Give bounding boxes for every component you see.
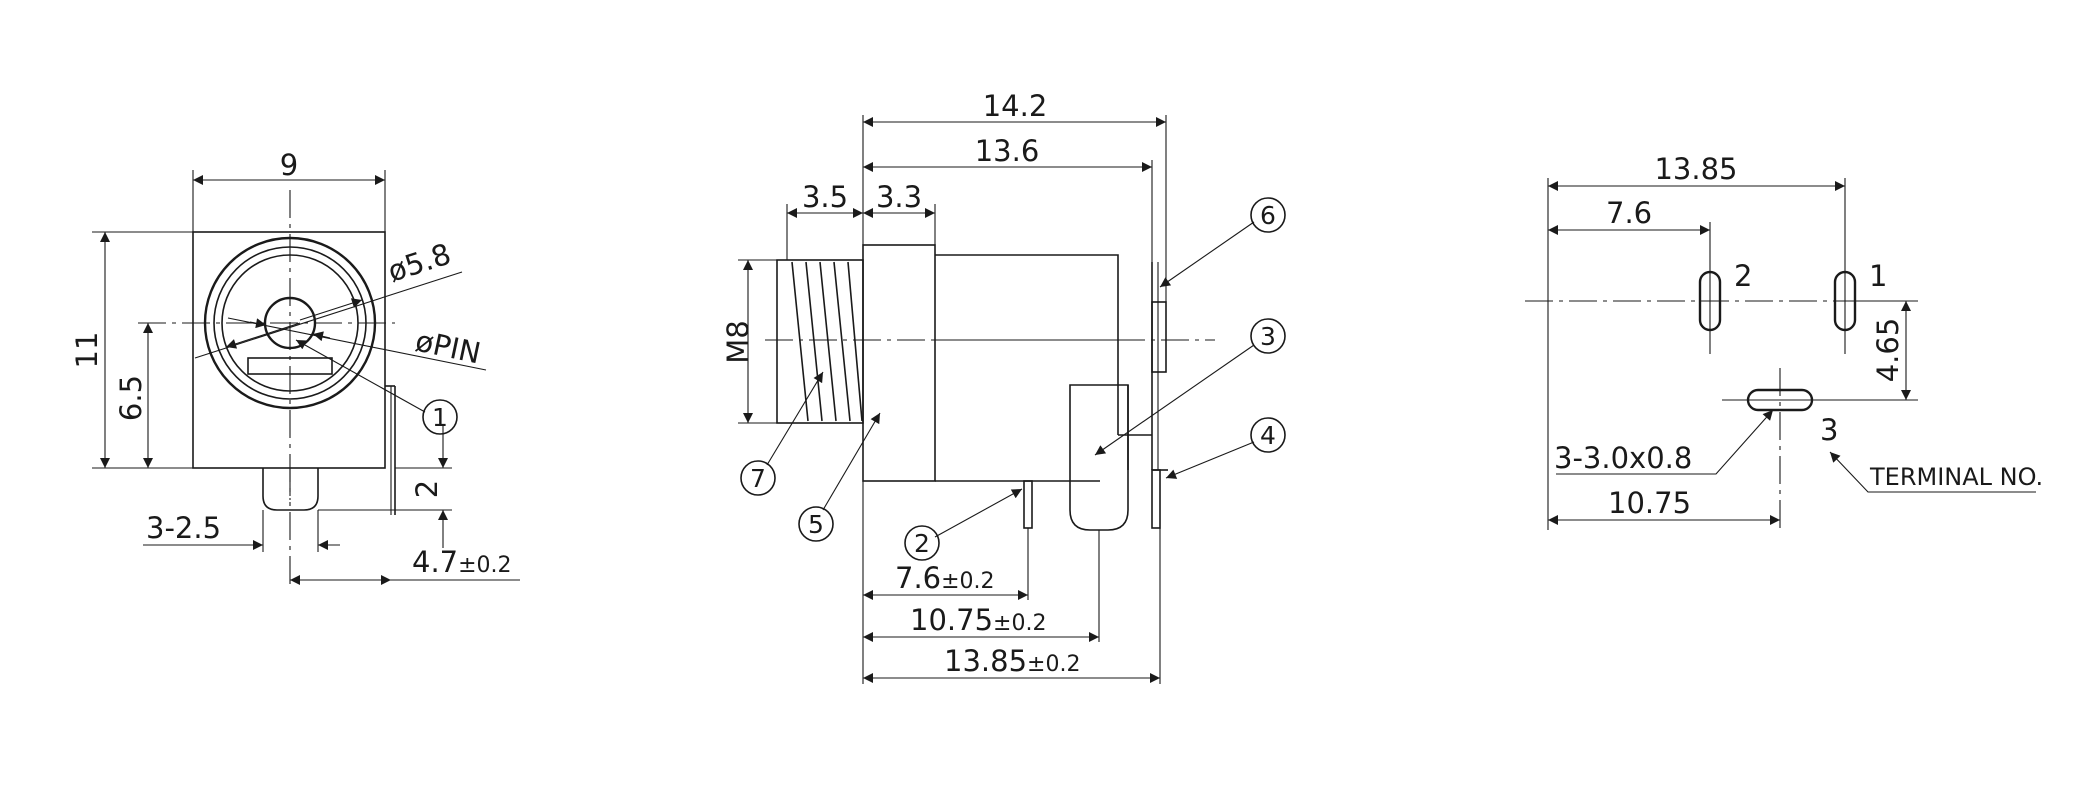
terminal-slot-2 bbox=[1698, 270, 1722, 332]
front-pin bbox=[262, 468, 319, 511]
dim-fp-overall-label: 13.85 bbox=[1654, 152, 1737, 186]
callout-4-leader bbox=[1165, 441, 1255, 479]
callout-1-leader bbox=[295, 339, 426, 413]
dim-body-label: 13.6 bbox=[975, 134, 1040, 168]
callout-7-leader bbox=[766, 371, 824, 466]
terminal-number-2: 2 bbox=[1734, 259, 1752, 293]
callout-4-number: 4 bbox=[1260, 421, 1276, 450]
dim-pin3-tol: ±0.2 bbox=[993, 611, 1046, 636]
callout-5-number: 5 bbox=[808, 510, 824, 539]
callout-2-bubble bbox=[904, 525, 940, 561]
side-flange-outline bbox=[862, 244, 936, 482]
dim-pin-width-label: 3-2.5 bbox=[146, 511, 221, 545]
thread-groove-4 bbox=[833, 261, 851, 422]
leader-bore-arrow-a bbox=[225, 322, 301, 349]
dim-fp-pin2-label: 7.6 bbox=[1606, 196, 1652, 230]
dim-thread-len-label: 3.5 bbox=[802, 180, 848, 214]
dim-pin-pos-tol: ±0.2 bbox=[458, 553, 511, 578]
dim-pin1-value: 13.85 bbox=[944, 644, 1027, 678]
dim-pin2-tol: ±0.2 bbox=[941, 569, 994, 594]
callout-3-number: 3 bbox=[1260, 322, 1276, 351]
callout-5-leader bbox=[822, 412, 881, 511]
dim-pin2-label: 7.6±0.2 bbox=[895, 561, 995, 595]
terminal-slot-3 bbox=[1746, 388, 1814, 412]
terminal-2-pin bbox=[1023, 480, 1033, 529]
callout-6-number: 6 bbox=[1260, 201, 1276, 230]
footprint-view: 2 1 3 13.85 7.6 10.75 4.65 3-3.0x0.8 TER… bbox=[1525, 152, 2043, 530]
dim-pin3-value: 10.75 bbox=[910, 603, 993, 637]
dim-pin-dia-label: øPIN bbox=[413, 324, 484, 371]
terminal-number-1: 1 bbox=[1869, 259, 1887, 293]
dim-height-label: 11 bbox=[70, 332, 104, 369]
callout-5-bubble bbox=[798, 506, 834, 542]
leader-bore-dia bbox=[194, 271, 463, 359]
front-view: 9 11 6.5 ø5.8 øPIN 1 2 3-2.5 bbox=[70, 148, 520, 590]
callout-1-number: 1 bbox=[432, 403, 448, 432]
leader-slot-size bbox=[1556, 409, 1774, 475]
dim-pin2-value: 7.6 bbox=[895, 561, 941, 595]
dim-fp-pin3-label: 10.75 bbox=[1608, 486, 1691, 520]
callout-4-bubble bbox=[1250, 417, 1286, 453]
dim-pin1-label: 13.85±0.2 bbox=[944, 644, 1080, 678]
callout-2-leader bbox=[934, 488, 1023, 538]
leader-bore-arrow-b bbox=[299, 298, 363, 321]
dim-width-label: 9 bbox=[280, 148, 298, 182]
dim-pin3-label: 10.75±0.2 bbox=[910, 603, 1046, 637]
terminal-1-pin bbox=[1151, 469, 1161, 529]
front-body-outline bbox=[192, 231, 386, 469]
callout-2-number: 2 bbox=[914, 529, 930, 558]
terminal-number-3: 3 bbox=[1820, 413, 1838, 447]
thread-groove-3 bbox=[819, 261, 837, 422]
dim-slot-label: 3-3.0x0.8 bbox=[1554, 441, 1692, 475]
terminal-3-bracket bbox=[1069, 384, 1129, 531]
dim-pin1-tol: ±0.2 bbox=[1027, 652, 1080, 677]
dim-center-height-label: 6.5 bbox=[114, 375, 148, 421]
terminal-no-label: TERMINAL NO. bbox=[1869, 463, 2043, 491]
dim-pin-pos-value: 4.7 bbox=[412, 545, 458, 579]
dim-flange-len-label: 3.3 bbox=[876, 180, 922, 214]
dim-thread-label: M8 bbox=[721, 320, 755, 363]
callout-1-bubble bbox=[422, 399, 458, 435]
side-body-outline bbox=[935, 254, 1119, 482]
thread-groove-2 bbox=[805, 261, 823, 422]
thread-groove-1 bbox=[791, 261, 809, 422]
callout-3-bubble bbox=[1250, 318, 1286, 354]
dim-pin-pos-label: 4.7±0.2 bbox=[412, 545, 512, 579]
callout-7-number: 7 bbox=[750, 464, 766, 493]
leader-pin-arrow-a bbox=[312, 331, 331, 342]
leader-terminal-no bbox=[1829, 451, 2036, 493]
side-view: 14.2 13.6 3.5 3.3 M8 7.6±0.2 10.75±0.2 1… bbox=[721, 89, 1286, 684]
leader-pin-arrow-b bbox=[249, 318, 267, 329]
dim-fp-offset-label: 4.65 bbox=[1871, 318, 1905, 383]
callout-3-leader bbox=[1094, 344, 1255, 456]
dim-bore-dia-label: ø5.8 bbox=[384, 237, 455, 289]
dim-overall-label: 14.2 bbox=[983, 89, 1048, 123]
callout-6-leader bbox=[1159, 221, 1255, 288]
callout-6-bubble bbox=[1250, 197, 1286, 233]
dim-pin-offset-label: 2 bbox=[410, 480, 444, 498]
leader-pin-dia bbox=[227, 317, 487, 371]
thread-groove-5 bbox=[847, 261, 863, 422]
side-rear-cap bbox=[1151, 301, 1167, 373]
callout-7-bubble bbox=[740, 460, 776, 496]
